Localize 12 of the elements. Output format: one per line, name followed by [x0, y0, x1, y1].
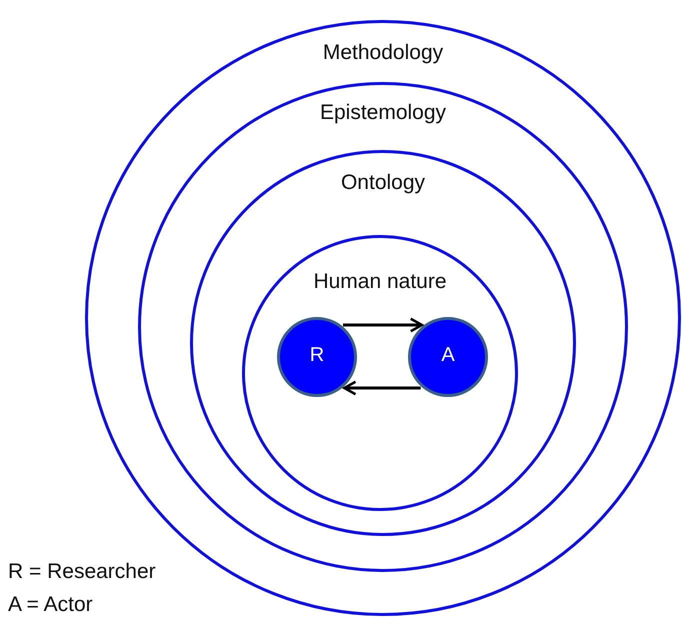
- node-letter: R: [308, 344, 326, 367]
- ring-label: Human nature: [312, 270, 448, 294]
- legend-text: R = Researcher: [8, 560, 156, 584]
- arrow: [343, 380, 421, 396]
- ring-label: Epistemology: [318, 101, 448, 125]
- node-letter: A: [440, 344, 456, 367]
- concentric-ring: [242, 235, 518, 511]
- legend-text: A = Actor: [8, 593, 93, 617]
- concentric-ring: [190, 150, 576, 536]
- ring-label: Methodology: [322, 41, 444, 65]
- ring-label: Ontology: [340, 171, 426, 195]
- arrow: [343, 318, 424, 332]
